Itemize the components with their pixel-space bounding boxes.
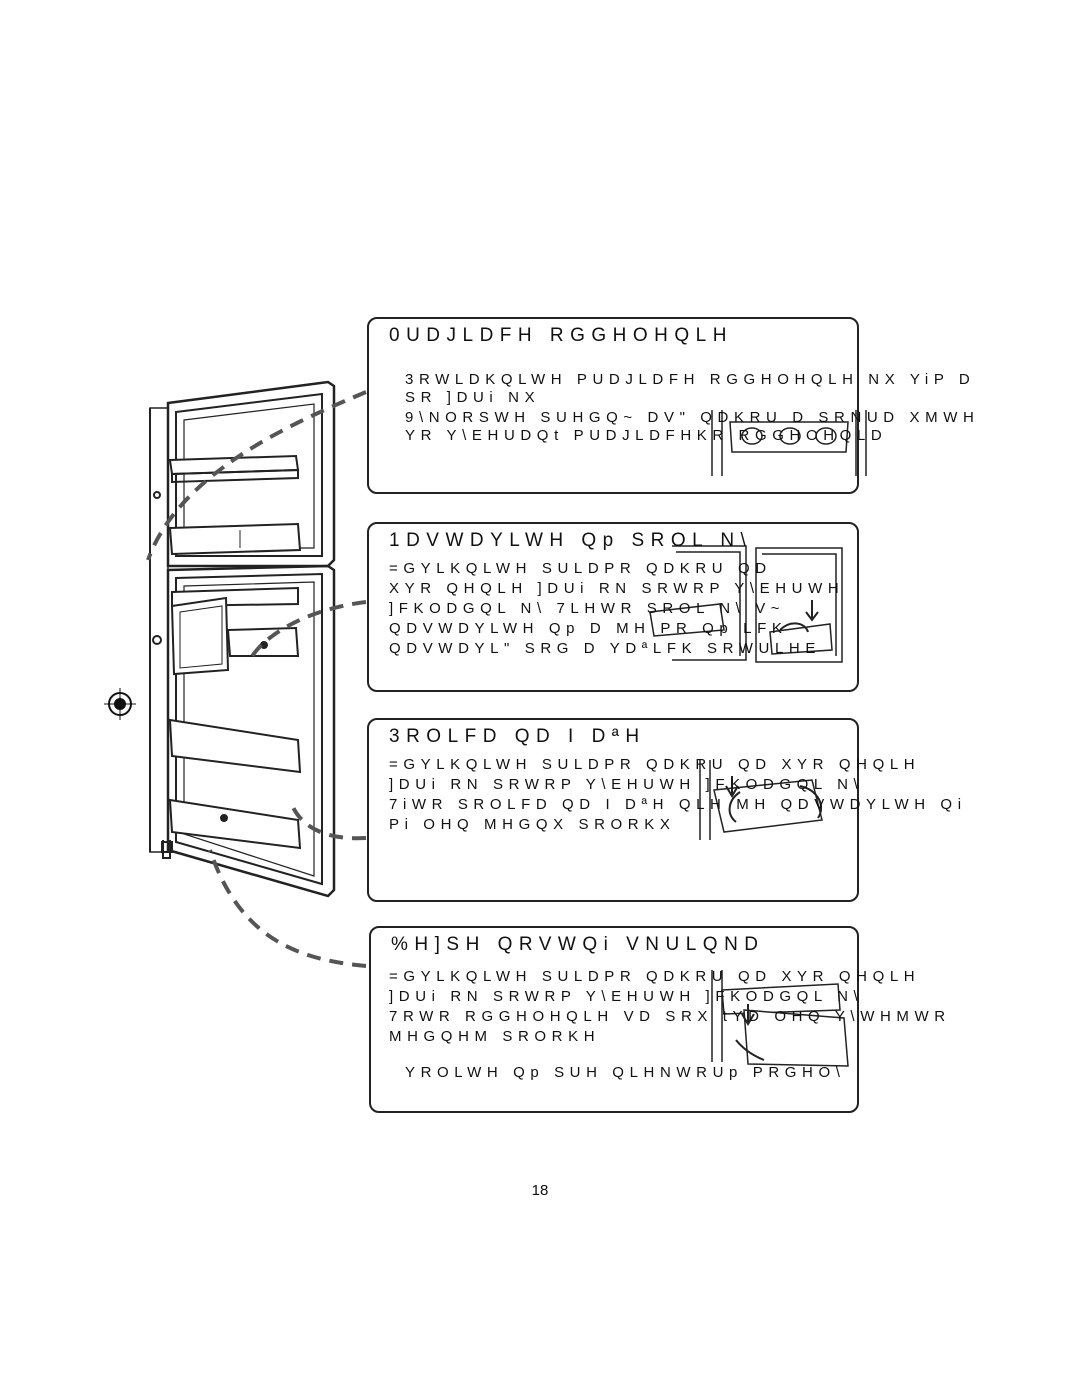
registration-mark-icon <box>104 688 136 720</box>
door-shelf-icon <box>699 760 823 840</box>
panel-text-line: QDVWDYL" SRG D YDªLFK SRWULHE <box>389 640 821 657</box>
panel-text-line: YROLWH Qp SUH QLHNWRUp PRGHO\ <box>405 1064 846 1081</box>
shelf-adjust-icon <box>649 545 843 663</box>
panel-text-line: ]DUi RN SRWRP Y\EHUWH ]FKODGQL N\ <box>389 776 864 793</box>
panel-text-line: =GYLKQLWH SULDPR QDKRU QD <box>389 560 772 577</box>
panel-text-line: ]FKODGQL N\ 7LHWR SROL N\ V~ <box>389 600 786 617</box>
page-number: 18 <box>531 1182 549 1199</box>
panel-text-line: 9\NORSWH SUHGQ~ DV" QDKRU D SRNUD XMWH <box>405 409 980 426</box>
panel-text-line: Pi OHQ MHGQX SRORKX <box>389 816 676 833</box>
panel-text-line: QDVWDYLWH Qp D MH PR Qp LFK <box>389 620 788 637</box>
panel-text-line: 7RWR RGGHOHQLH VD SRX tYD OHQ Y\WHMWR <box>389 1008 951 1025</box>
safety-bin-icon <box>711 970 849 1067</box>
panel-text-line: 7iWR SROLFD QD I DªH QLH MH QDVWDYLWH Qi <box>389 796 967 813</box>
panel-text-line: SR ]DUi NX <box>405 389 541 406</box>
panel-text-line: =GYLKQLWH SULDPR QDKRU QD XYR QHQLH <box>389 756 921 773</box>
panel-title: 3ROLFD QD I DªH <box>389 726 646 747</box>
panel-dairy-compartment: 0UDJLDFH RGGHOHQLH 3RWLDKQLWH PUDJLDFH R… <box>367 317 974 494</box>
panel-text-line: ]DUi RN SRWRP Y\EHUWH ]FKODGQL N\ <box>389 988 864 1005</box>
panel-text-line: MHGQHM SRORKH <box>389 1028 601 1045</box>
panel-text-line: 3RWLDKQLWH PUDJLDFH RGGHOHQLH NX YiP D <box>405 371 976 388</box>
dairy-compartment-icon <box>711 410 867 476</box>
panel-text-line: YR Y\EHUDQt PUDJLDFHKR RGGHOHQLD <box>405 427 888 444</box>
panel-safety-bin: %H]SH QRVWQi VNULQND =GYLKQLWH SULDPR QD… <box>369 926 945 1113</box>
panel-title: 0UDJLDFH RGGHOHQLH <box>389 325 733 346</box>
panel-title: 1DVWDYLWH Qp SROL N\ <box>389 530 753 551</box>
panel-title: %H]SH QRVWQi VNULQND <box>391 934 765 955</box>
panel-adjustable-shelves: 1DVWDYLWH Qp SROL N\ =GYLKQLWH SULDPR QD… <box>367 522 859 692</box>
panel-text-line: XYR QHQLH ]DUi RN SRWRP Y\EHUWH <box>389 580 845 597</box>
panel-bottle-shelf: 3ROLFD QD I DªH =GYLKQLWH SULDPR QDKRU Q… <box>367 718 961 902</box>
panel-text-line: =GYLKQLWH SULDPR QDKRU QD XYR QHQLH <box>389 968 921 985</box>
